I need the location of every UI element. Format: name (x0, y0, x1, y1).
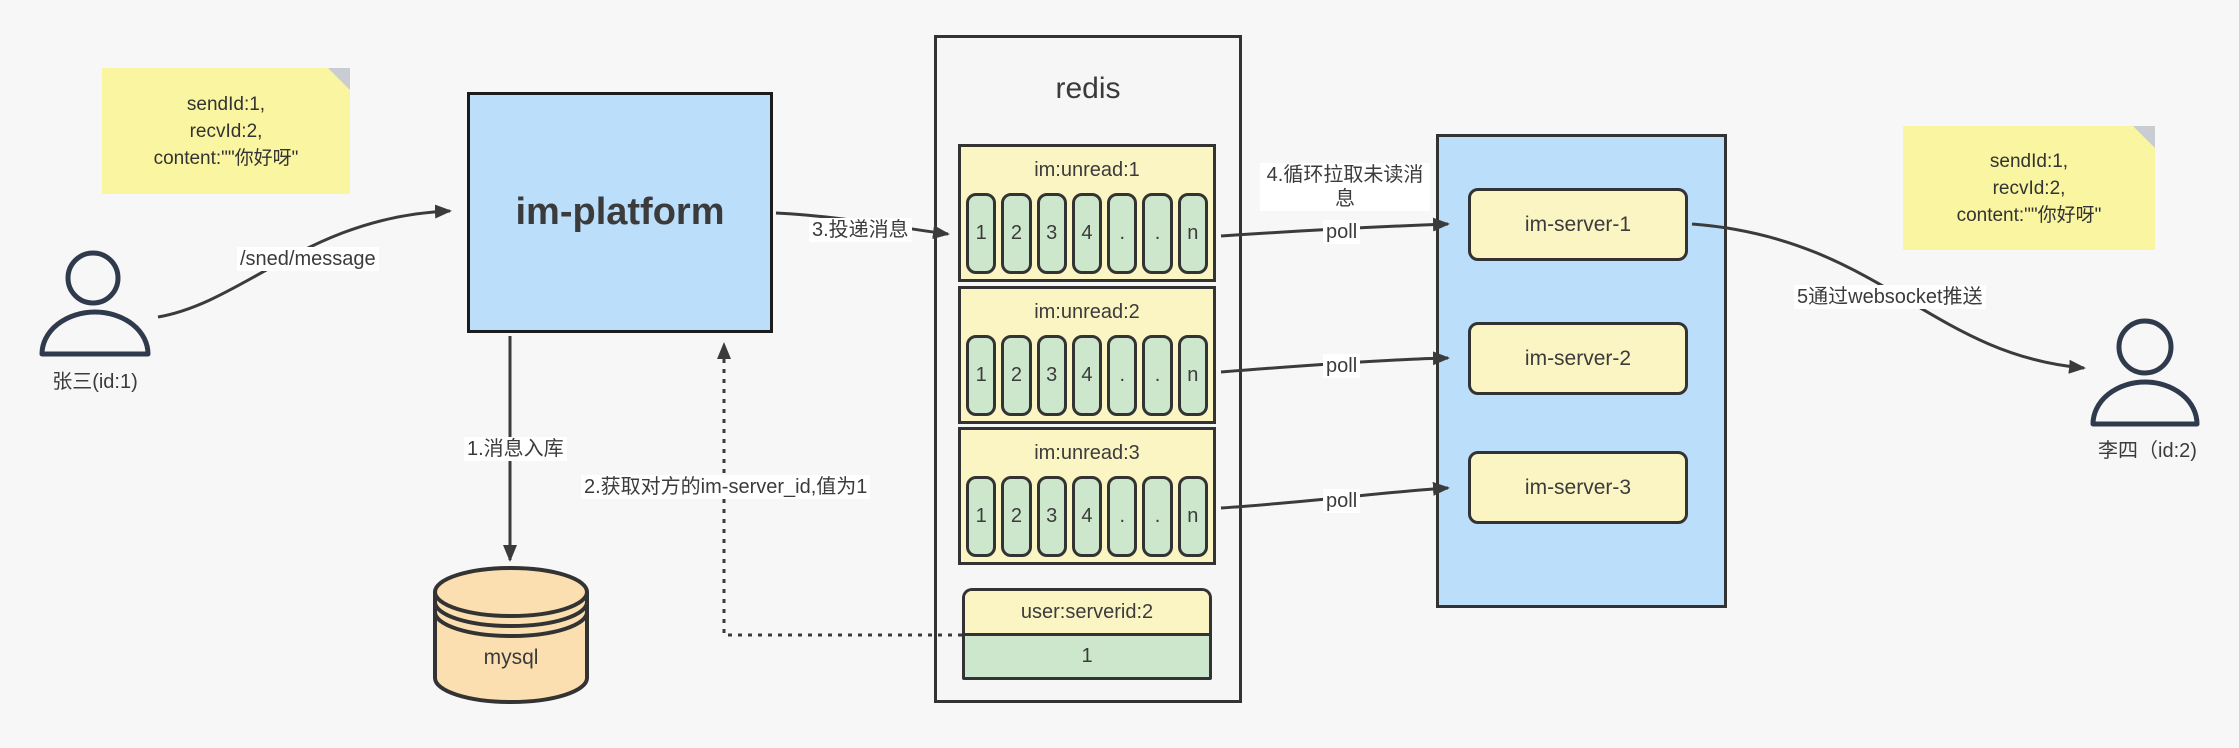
note-line: recvId:2, (189, 120, 263, 142)
im-platform-label: im-platform (515, 191, 725, 233)
queue-cells: 1 2 3 4 . . n (966, 476, 1208, 557)
message-note-right: sendId:1, recvId:2, content:""你好呀" (1903, 126, 2155, 250)
queue-cell: . (1142, 193, 1173, 274)
queue-cell: n (1177, 335, 1208, 416)
poll-label-2: poll (1323, 354, 1361, 378)
sender-name-label: 张三(id:1) (52, 371, 138, 393)
message-note-left: sendId:1, recvId:2, content:""你好呀" (102, 68, 350, 194)
step2-label: 2.获取对方的im-server_id,值为1 (581, 475, 871, 499)
step4-label: 4.循环拉取未读消息 (1260, 163, 1430, 211)
im-server-2-label: im-server-2 (1524, 346, 1632, 370)
queue-cell: . (1142, 476, 1173, 557)
note-line: content:""你好呀" (1956, 204, 2102, 226)
queue-im-unread-3: im:unread:3 1 2 3 4 . . n (958, 427, 1216, 565)
queue-title: im:unread:2 (1034, 301, 1140, 323)
queue-cell: . (1107, 335, 1138, 416)
note-line: recvId:2, (1992, 177, 2066, 199)
step1-label: 1.消息入库 (464, 437, 567, 461)
queue-cell: 2 (1001, 193, 1032, 274)
queue-cell: . (1142, 335, 1173, 416)
mysql-label: mysql (483, 646, 539, 669)
queue-im-unread-2: im:unread:2 1 2 3 4 . . n (958, 286, 1216, 424)
queue-im-unread-1: im:unread:1 1 2 3 4 . . n (958, 144, 1216, 282)
queue-cell: 4 (1071, 476, 1103, 557)
note-line: content:""你好呀" (153, 147, 299, 169)
queue-cell: n (1177, 476, 1208, 557)
queue-cell: 1 (966, 335, 997, 416)
receiver-person-icon (2090, 318, 2200, 427)
queue-cells: 1 2 3 4 . . n (966, 193, 1208, 274)
queue-cell: 3 (1036, 335, 1067, 416)
step5-label: 5通过websocket推送 (1794, 285, 1986, 309)
im-platform-node: im-platform (467, 92, 773, 333)
receiver-name-label: 李四（id:2) (2098, 440, 2197, 462)
step3-label: 3.投递消息 (809, 218, 912, 242)
im-server-1-node: im-server-1 (1468, 188, 1688, 261)
queue-cell: 2 (1001, 476, 1032, 557)
note-line: sendId:1, (186, 93, 266, 115)
queue-cell: 3 (1036, 476, 1067, 557)
queue-title: im:unread:1 (1034, 159, 1140, 181)
im-server-1-label: im-server-1 (1524, 212, 1632, 236)
im-server-2-node: im-server-2 (1468, 322, 1688, 395)
poll-label-1: poll (1323, 220, 1361, 244)
note-line: sendId:1, (1989, 150, 2069, 172)
user-serverid-value: 1 (965, 636, 1209, 677)
queue-cell: . (1107, 476, 1138, 557)
queue-cell: 3 (1036, 193, 1067, 274)
im-server-3-node: im-server-3 (1468, 451, 1688, 524)
sender-person-icon (39, 250, 151, 357)
redis-title: redis (1055, 72, 1121, 105)
queue-cell: 4 (1071, 193, 1103, 274)
queue-cell: n (1177, 193, 1208, 274)
im-server-3-label: im-server-3 (1524, 475, 1632, 499)
queue-cells: 1 2 3 4 . . n (966, 335, 1208, 416)
queue-cell: 4 (1071, 335, 1103, 416)
queue-title: im:unread:3 (1034, 442, 1140, 464)
queue-cell: 1 (966, 476, 997, 557)
mysql-database-icon (433, 566, 589, 704)
queue-cell: 2 (1001, 335, 1032, 416)
queue-cell: 1 (966, 193, 997, 274)
queue-cell: . (1107, 193, 1138, 274)
user-serverid-box: user:serverid:2 1 (962, 588, 1212, 680)
send-endpoint-label: /sned/message (237, 247, 379, 271)
user-serverid-key: user:serverid:2 (965, 591, 1209, 636)
poll-label-3: poll (1323, 489, 1361, 513)
